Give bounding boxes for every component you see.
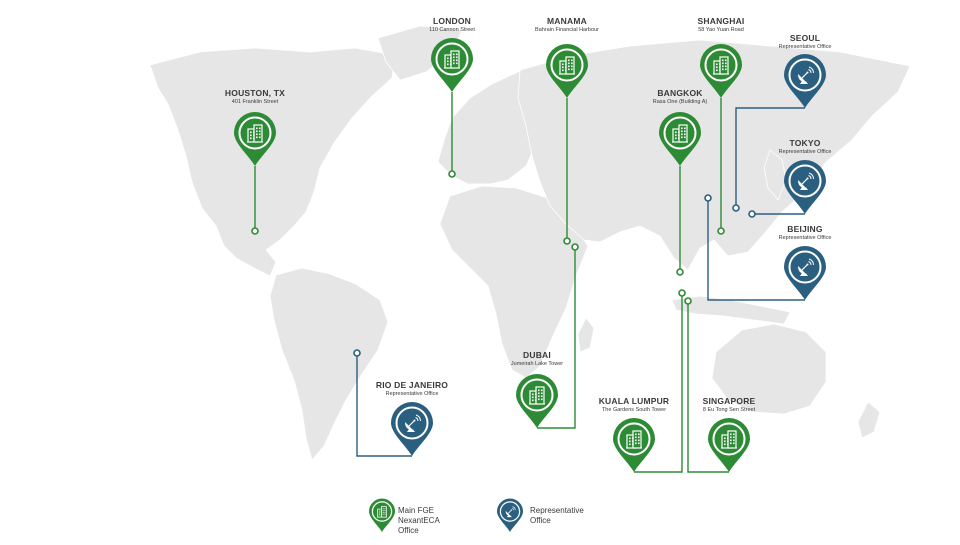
madagascar [577,317,595,353]
office-address: Rasa One (Building A) [652,99,708,105]
map-pin-london[interactable] [431,38,473,92]
office-address: 58 Yao Yuan Road [698,27,744,33]
office-city: MANAMA [547,16,587,26]
office-address: Representative Office [778,44,832,50]
office-city: DUBAI [523,350,551,360]
office-address: Bahrain Financial Harbour [535,27,599,33]
map-pin-houston[interactable] [234,112,276,166]
office-city: BEIJING [787,224,823,234]
new-zealand [857,401,881,439]
office-city: HOUSTON, TX [224,88,286,98]
legend-main-office: Main FGE NexantECA Office [392,506,468,536]
office-city: TOKYO [789,138,821,148]
office-address: Jumeirah Lake Tower [510,361,564,367]
location-dot-beijing [704,194,712,202]
connector-line-seoul [735,107,805,208]
location-dot-singapore [684,297,692,305]
legend-main-pin-icon[interactable] [368,498,396,532]
office-city: BANGKOK [657,88,703,98]
office-address: 8 Eu Tong Sen Street [702,407,756,413]
office-address: The Gardens South Tower [601,407,667,413]
office-address: Representative Office [385,391,439,397]
indonesia [671,295,791,325]
location-dot-tokyo [748,210,756,218]
office-address: 110 Cannon Street [429,27,475,33]
location-dot-bangkok [676,268,684,276]
north-america [149,47,396,277]
legend-rep-label: Representative Office [530,506,584,525]
map-pin-seoul[interactable] [784,54,826,108]
office-city: SEOUL [789,33,821,43]
connector-line-singapore [687,301,729,473]
legend-main-label: Main FGE NexantECA Office [398,506,440,535]
location-dot-seoul [732,204,740,212]
japan [763,149,787,201]
office-city: RIO DE JANEIRO [375,380,449,390]
legend-representative-office: Representative Office [524,506,600,526]
map-pin-singapore[interactable] [708,418,750,472]
location-dot-shanghai [717,227,725,235]
map-pin-dubai[interactable] [516,374,558,428]
office-address: Representative Office [778,235,832,241]
map-pin-rio[interactable] [391,402,433,456]
map-pin-manama[interactable] [546,44,588,98]
location-dot-manama [563,237,571,245]
office-city: KUALA LUMPUR [598,396,670,406]
map-pin-beijing[interactable] [784,246,826,300]
connector-line-kuala [634,293,683,473]
connector-line-rio [356,353,412,457]
legend-rep-pin-icon[interactable] [496,498,524,532]
location-dot-houston [251,227,259,235]
location-dot-rio [353,349,361,357]
office-city: SINGAPORE [702,396,756,406]
office-address: Representative Office [778,149,832,155]
office-city: SHANGHAI [697,16,745,26]
map-pin-bangkok[interactable] [659,112,701,166]
location-dot-kuala [678,289,686,297]
location-dot-london [448,170,456,178]
office-address: 401 Franklin Street [231,99,279,105]
connector-line-dubai [537,247,576,429]
map-pin-shanghai[interactable] [700,44,742,98]
map-pin-tokyo[interactable] [784,160,826,214]
australia [711,323,827,415]
office-city: LONDON [432,16,472,26]
map-pin-kuala[interactable] [613,418,655,472]
connector-line-beijing [707,198,805,301]
location-dot-dubai [571,243,579,251]
south-america [269,267,389,461]
